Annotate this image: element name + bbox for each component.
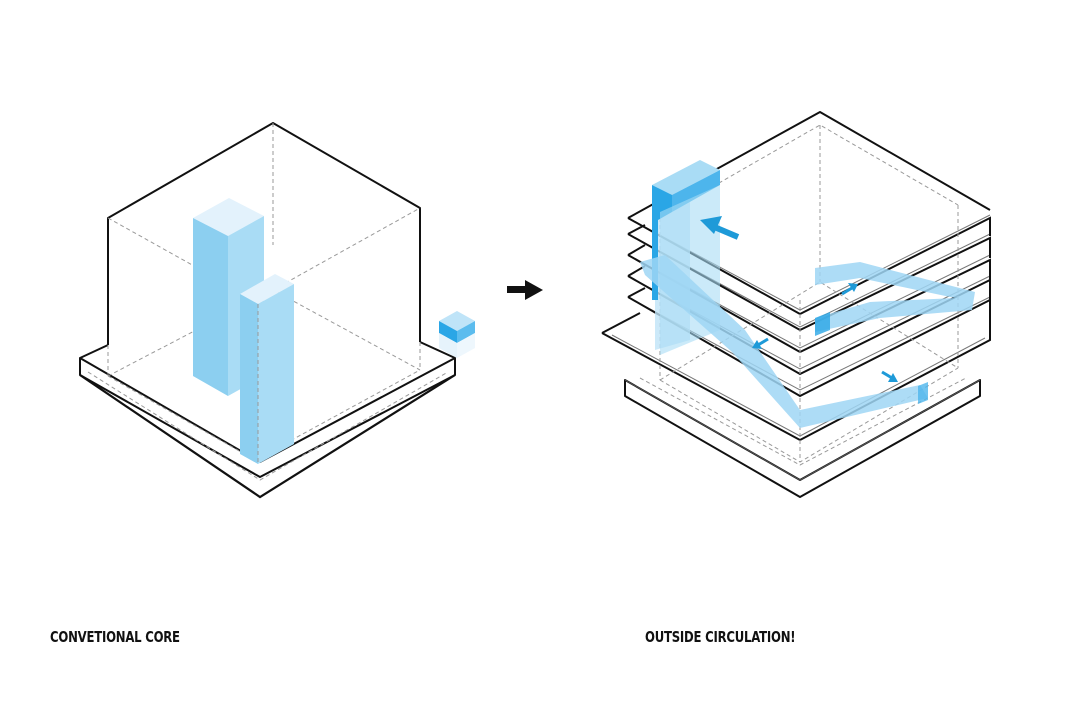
circulation-ramp bbox=[640, 255, 975, 428]
arrow-down-left-icon bbox=[752, 337, 769, 349]
conventional-core-diagram bbox=[79, 122, 475, 499]
base-slab bbox=[624, 377, 981, 498]
outside-circulation-diagram bbox=[601, 111, 991, 498]
arrow-down-right-icon bbox=[881, 370, 898, 382]
direction-arrows bbox=[700, 216, 898, 382]
caption-outside-circulation: OUTSIDE CIRCULATION! bbox=[645, 628, 796, 646]
arrow-up-left-icon bbox=[700, 216, 740, 240]
arrow-up-right-icon bbox=[841, 283, 858, 296]
core-module-legend bbox=[439, 311, 475, 358]
base-slab bbox=[79, 341, 456, 499]
core-tower-short bbox=[240, 274, 294, 464]
arrow-right-icon bbox=[507, 280, 543, 300]
caption-conventional-core: CONVETIONAL CORE bbox=[50, 628, 180, 646]
